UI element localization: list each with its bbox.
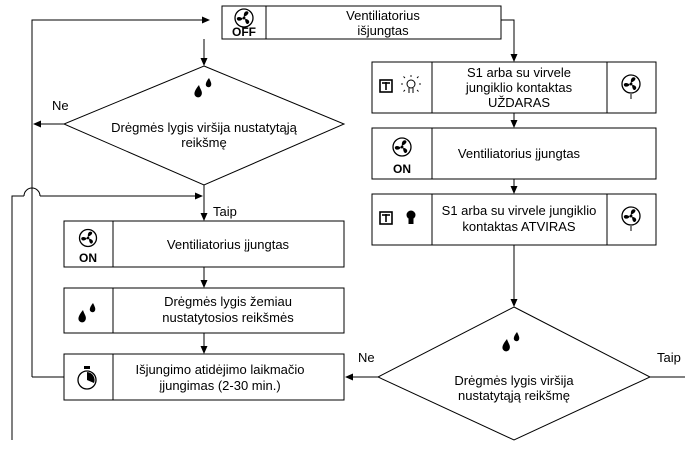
q1-yes-label: Taip bbox=[213, 204, 237, 219]
lightbulb-off-icon bbox=[406, 210, 416, 224]
svg-text:ON: ON bbox=[393, 162, 411, 176]
s1-closed-text-1: S1 arba su virvele bbox=[467, 65, 571, 80]
s1-open-text-2: kontaktas ATVIRAS bbox=[462, 219, 576, 234]
lightbulb-on-icon bbox=[401, 75, 421, 93]
svg-text:OFF: OFF bbox=[232, 25, 256, 39]
fan-off-icon: OFF bbox=[232, 8, 256, 39]
s1-closed-text-3: UŽDARAS bbox=[488, 95, 550, 110]
q2-text-2: nustatytąją reikšmę bbox=[458, 388, 570, 403]
switch-icon bbox=[379, 211, 393, 225]
decision-humidity-2: Drėgmės lygis viršija nustatytąją reikšm… bbox=[376, 306, 652, 441]
node-fan-on-left: ON Ventiliatorius įjungtas bbox=[63, 220, 345, 268]
node-s1-open: S1 arba su virvele jungiklio kontaktas A… bbox=[371, 193, 657, 246]
timer-text-2: įjungimas (2-30 min.) bbox=[159, 378, 280, 393]
q1-text-2: reikšmę bbox=[181, 135, 227, 150]
connectors bbox=[11, 16, 685, 440]
s1-closed-text-2: jungiklio kontaktas bbox=[465, 80, 573, 95]
fan-off-text-2: išjungtas bbox=[357, 23, 409, 38]
fan-on-icon: ON bbox=[392, 137, 412, 176]
node-s1-closed: S1 arba su virvele jungiklio kontaktas U… bbox=[371, 61, 657, 114]
s1-open-text-1: S1 arba su virvele jungiklio bbox=[442, 203, 597, 218]
stopwatch-icon bbox=[77, 366, 97, 390]
svg-text:ON: ON bbox=[79, 251, 97, 265]
node-fan-on-right: ON Ventiliatorius įjungtas bbox=[371, 127, 657, 180]
node-humidity-below: Drėgmės lygis žemiau nustatytosios reikš… bbox=[63, 287, 345, 334]
humidity-below-text-2: nustatytosios reikšmės bbox=[162, 310, 294, 325]
timer-text-1: Išjungimo atidėjimo laikmačio bbox=[135, 362, 304, 377]
fan-icon bbox=[621, 206, 641, 231]
fan-on-icon: ON bbox=[78, 228, 98, 265]
q2-yes-label: Taip bbox=[657, 350, 681, 365]
q1-text-1: Drėgmės lygis viršija nustatytąją bbox=[111, 120, 297, 135]
fan-icon bbox=[621, 74, 641, 99]
fan-off-text-1: Ventiliatorius bbox=[346, 8, 420, 23]
q2-text-1: Drėgmės lygis viršija bbox=[454, 373, 574, 388]
decision-humidity-1: Drėgmės lygis viršija nustatytąją reikšm… bbox=[62, 65, 346, 186]
q1-no-label: Ne bbox=[52, 98, 69, 113]
node-timer: Išjungimo atidėjimo laikmačio įjungimas … bbox=[63, 353, 345, 401]
q2-no-label: Ne bbox=[358, 350, 375, 365]
fan-on-left-text: Ventiliatorius įjungtas bbox=[167, 237, 290, 252]
switch-icon bbox=[379, 79, 393, 93]
node-fan-off: OFF Ventiliatorius išjungtas bbox=[221, 5, 502, 40]
loop-line-left bbox=[31, 19, 204, 377]
humidity-below-text-1: Drėgmės lygis žemiau bbox=[164, 294, 292, 309]
fan-on-right-text: Ventiliatorius įjungtas bbox=[458, 146, 581, 161]
q2-yes-loop-line bbox=[11, 195, 24, 440]
